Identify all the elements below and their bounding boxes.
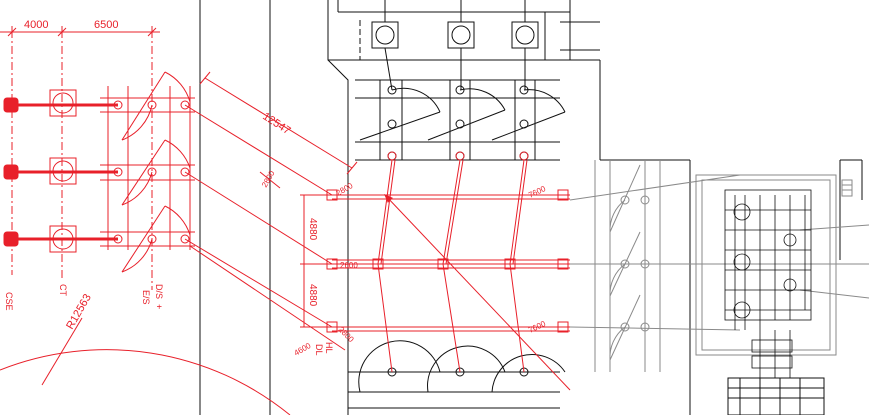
source-terminals (3, 97, 118, 247)
dim-4000: 4000 (24, 19, 48, 31)
dim-4880-lower: 4880 (307, 284, 318, 307)
label-radius: R12563 (64, 292, 94, 331)
gis-detail (724, 189, 812, 378)
dim-12547: 12547 (260, 110, 292, 137)
structure-linework (199, 0, 863, 415)
dim-2800-c: 2800 (337, 325, 356, 344)
dim-6500: 6500 (94, 19, 118, 31)
dim-2600: 2600 (340, 261, 358, 270)
label-es: E/S (141, 290, 151, 305)
gis-equipment (569, 160, 869, 372)
dimension-labels: 4000 6500 12547 4880 4880 2800 2800 2800… (4, 19, 547, 358)
label-dl: DL (314, 344, 324, 356)
dim-7600-lower: 7600 (527, 319, 547, 335)
label-ct: CT (58, 284, 68, 296)
dim-4880-upper: 4880 (307, 218, 318, 241)
label-ds: D/S (154, 284, 164, 299)
red-linework (0, 26, 571, 415)
dim-4600: 4600 (293, 341, 313, 358)
label-hl: HL (324, 342, 334, 354)
label-cse: CSE (4, 292, 14, 311)
dim-2800-a: 2800 (260, 169, 277, 189)
dim-7600-upper: 7600 (527, 184, 547, 200)
label-plus: + (154, 304, 164, 309)
